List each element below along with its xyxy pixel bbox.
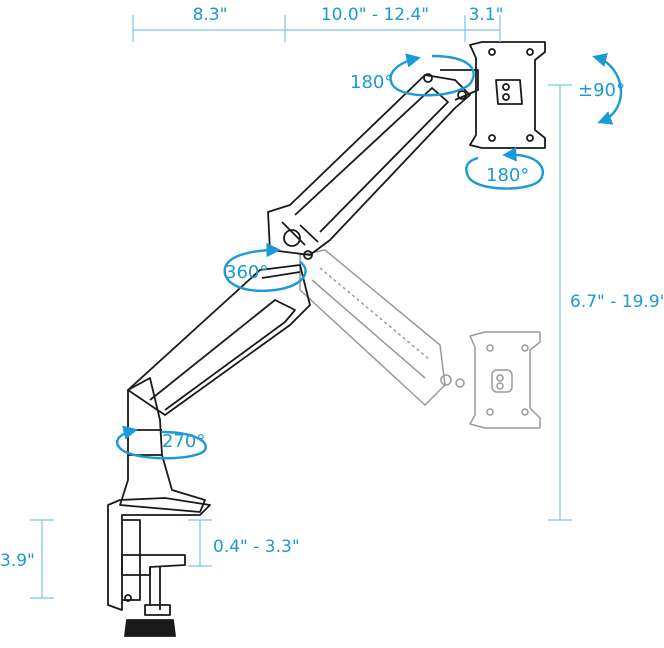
vesa-plate xyxy=(469,41,546,149)
screen-rotate-label: ±90° xyxy=(578,80,625,101)
head-swivel-label: 180° xyxy=(350,72,393,93)
elbow-label: 360° xyxy=(225,262,268,283)
tilt-label: 180° xyxy=(486,165,529,186)
upper-arm xyxy=(267,69,479,260)
lower-arm xyxy=(127,264,311,416)
reach-arm-label: 10.0" - 12.4" xyxy=(321,5,429,25)
ghost-upper-arm xyxy=(299,249,446,406)
screen-rotate-arrow xyxy=(592,53,623,125)
vesa-center-mount xyxy=(495,79,523,105)
clamp-knob xyxy=(124,619,176,637)
ghost-arm xyxy=(299,249,541,429)
desk-clamp xyxy=(107,497,211,637)
clamp-height-label: 3.9" xyxy=(0,551,35,571)
height-range-label: 6.7" - 19.9" xyxy=(570,292,664,312)
reach-base-label: 8.3" xyxy=(193,5,228,25)
tilt-arrow xyxy=(465,147,545,190)
elbow-arrow xyxy=(223,242,307,292)
head-swivel-arrow xyxy=(389,53,475,97)
rotation-arrows xyxy=(116,53,623,460)
dimension-lines xyxy=(30,15,572,599)
clamp-plate xyxy=(121,554,186,576)
ghost-vesa-plate xyxy=(469,331,541,429)
vesa-offset-label: 3.1" xyxy=(469,5,504,25)
base-arrow xyxy=(116,425,207,460)
base-label: 270° xyxy=(162,431,205,452)
desk-thickness-label: 0.4" - 3.3" xyxy=(213,537,300,557)
